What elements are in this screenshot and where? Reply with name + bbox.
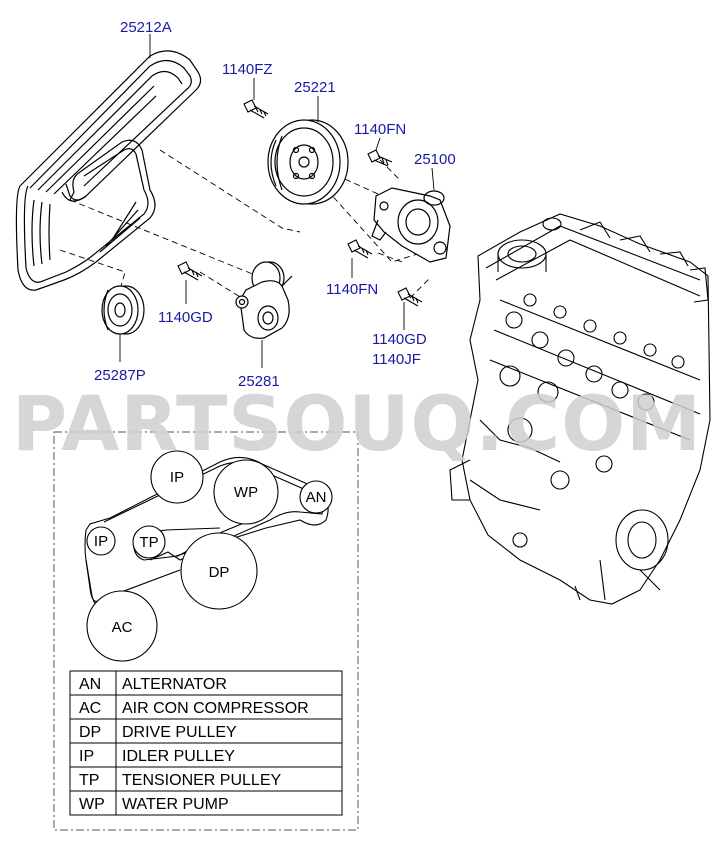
circle-label-ip-top: IP (170, 469, 184, 486)
bolt-1140GD-left-illustration (177, 261, 203, 281)
legend-code: WP (79, 796, 105, 813)
circle-label-an: AN (306, 489, 327, 506)
label-water-pump-pulley[interactable]: 25221 (294, 79, 336, 96)
bolt-1140GD-right-illustration (397, 287, 423, 307)
legend-name: IDLER PULLEY (122, 748, 235, 765)
dashed-leader-lines (59, 149, 431, 301)
legend-name: TENSIONER PULLEY (122, 772, 281, 789)
label-tensioner-pulley[interactable]: 25281 (238, 373, 280, 390)
legend-code: AN (79, 676, 101, 693)
routing-circles: IP WP AN IP TP DP AC (86, 450, 333, 662)
circle-ac (86, 590, 158, 662)
label-tensioner-assy[interactable]: 25100 (414, 151, 456, 168)
label-bolt-right-low-2[interactable]: 1140JF (372, 351, 421, 368)
legend-name: AIR CON COMPRESSOR (122, 700, 309, 717)
circle-label-wp: WP (234, 484, 258, 501)
circle-tp (132, 525, 166, 559)
bolt-1140FZ-illustration (243, 99, 269, 119)
part-number-labels: 25212A 1140FZ 25221 1140FN 25100 1140FN … (94, 19, 456, 390)
label-bolt-right-mid[interactable]: 1140FN (326, 281, 378, 298)
tensioner-assembly-illustration (371, 187, 451, 263)
idler-pulley-illustration (101, 285, 145, 335)
label-bolt-right-top[interactable]: 1140FN (354, 121, 406, 138)
part-leader-lines (119, 34, 435, 368)
label-bolt-idler[interactable]: 1140GD (158, 309, 213, 326)
engine-block-illustration (449, 213, 711, 605)
water-pump-pulley-illustration (267, 119, 349, 205)
label-idler-pulley[interactable]: 25287P (94, 367, 146, 384)
circle-wp (213, 459, 279, 525)
belt-routing-box: IP WP AN IP TP DP AC AN ALTERNATOR (53, 431, 359, 831)
bolt-1140FN-top-illustration (367, 149, 393, 167)
label-belt[interactable]: 25212A (120, 19, 172, 36)
legend-code: IP (79, 748, 94, 765)
engine-bore-circles (499, 293, 685, 548)
legend-table: AN ALTERNATOR AC AIR CON COMPRESSOR DP D… (69, 670, 343, 816)
legend-code: TP (79, 772, 99, 789)
circle-label-dp: DP (209, 564, 230, 581)
watermark: PARTSOUQ.COM (12, 379, 702, 468)
circle-dp (180, 532, 258, 610)
circle-label-ip-left: IP (94, 533, 108, 550)
legend-name: WATER PUMP (122, 796, 229, 813)
circle-label-tp: TP (139, 534, 158, 551)
legend-name: DRIVE PULLEY (122, 724, 237, 741)
circle-label-ac: AC (112, 619, 133, 636)
legend-name: ALTERNATOR (122, 676, 227, 693)
legend-code: AC (79, 700, 101, 717)
label-bolt-right-low-1[interactable]: 1140GD (372, 331, 427, 348)
circle-ip-left (86, 526, 116, 556)
tensioner-pulley-illustration (235, 261, 293, 339)
drive-belt-illustration (15, 50, 202, 291)
label-bolt-top[interactable]: 1140FZ (222, 61, 273, 78)
circle-an (299, 480, 333, 514)
legend-code: DP (79, 724, 101, 741)
bolt-1140FN-mid-illustration (347, 239, 373, 259)
circle-ip-top (150, 450, 204, 504)
